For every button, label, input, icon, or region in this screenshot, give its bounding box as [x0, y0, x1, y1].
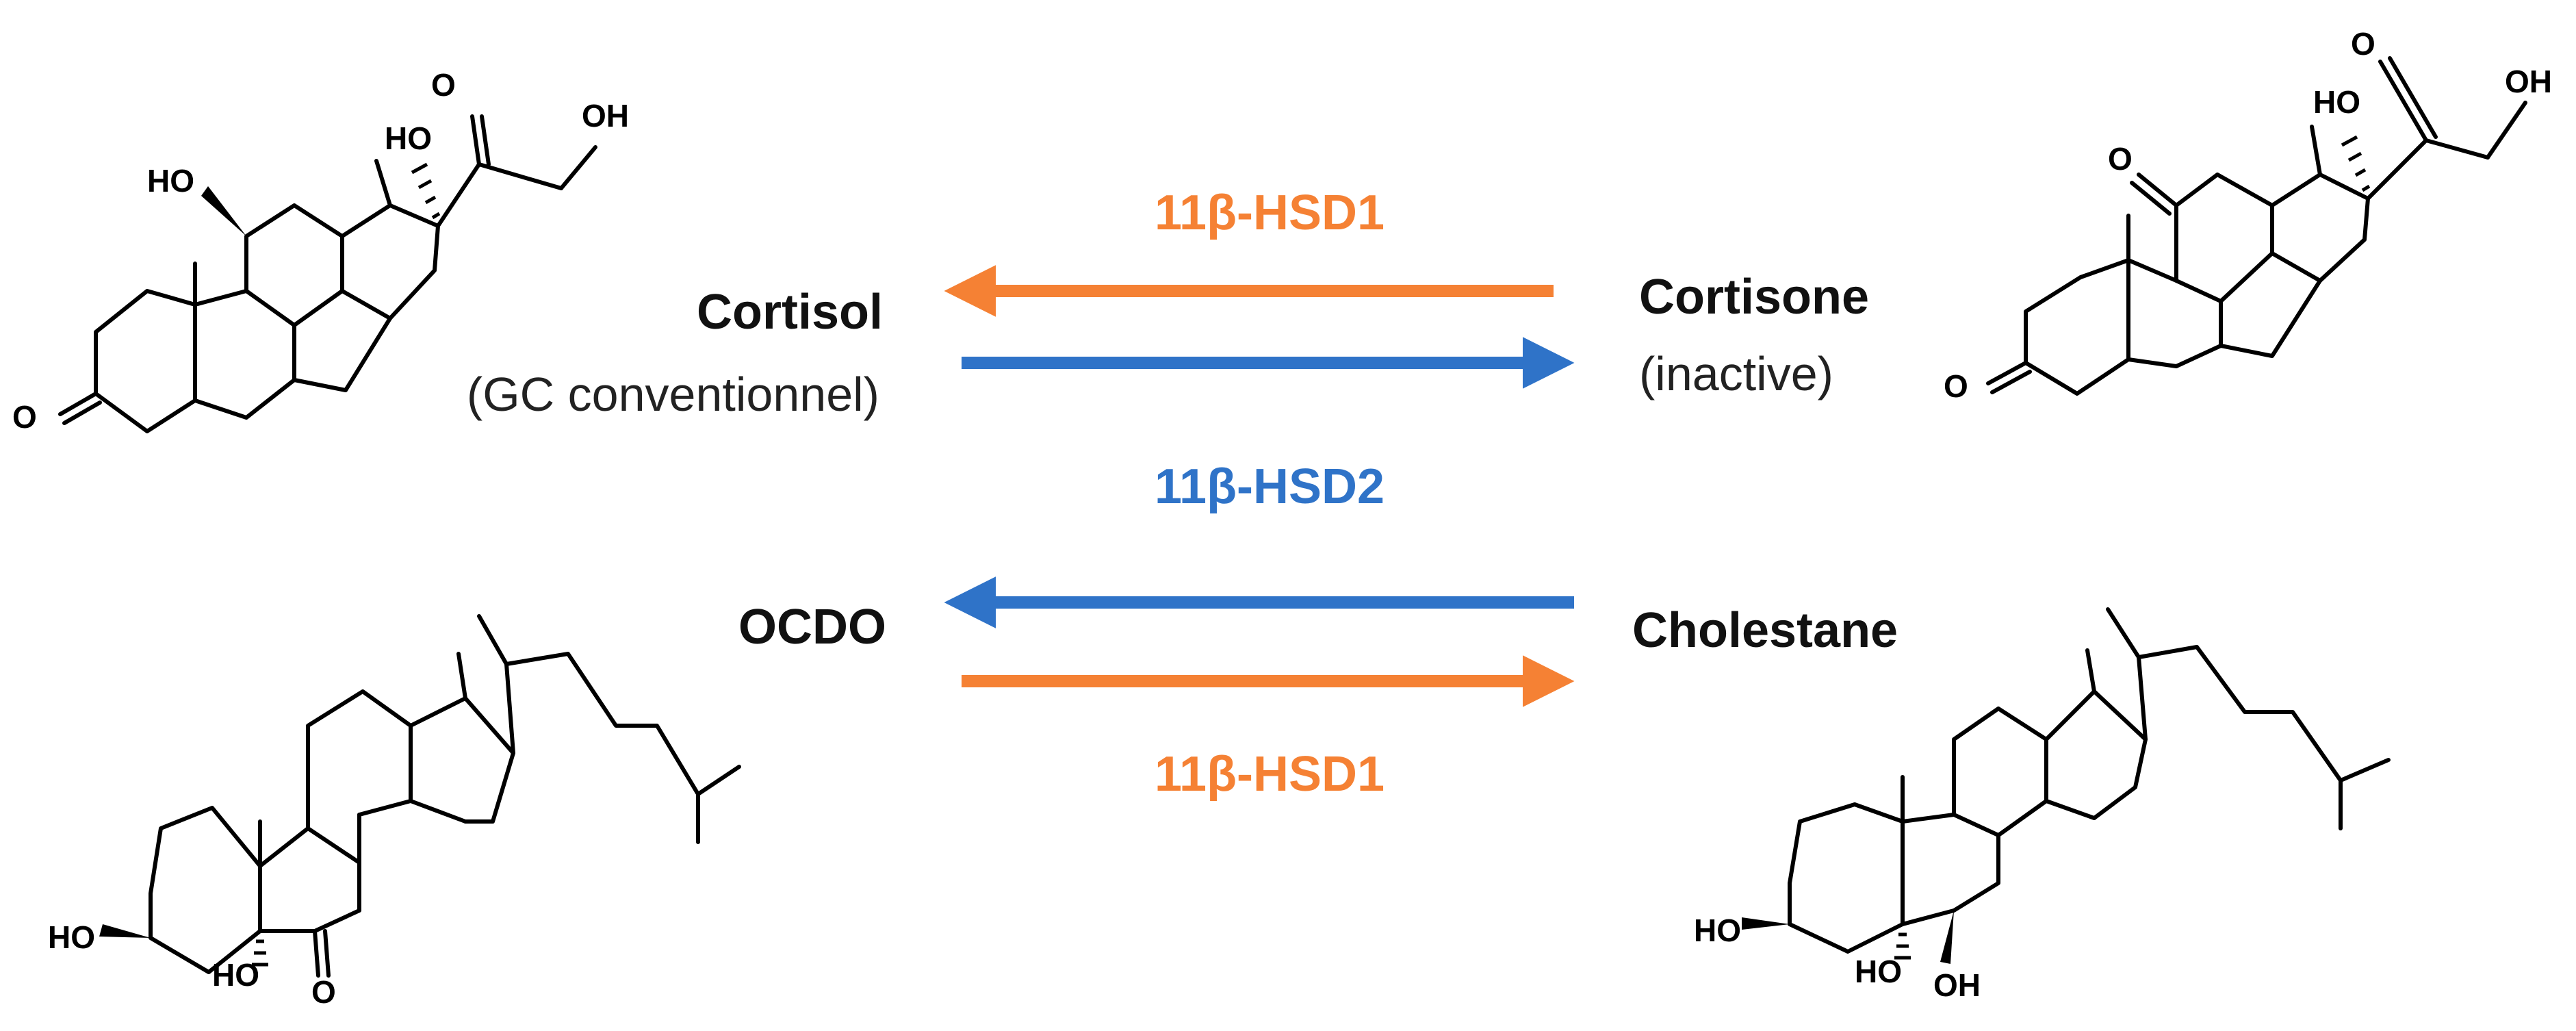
ocdo-hash-5oh [252, 939, 268, 967]
ocdo-bonds [149, 614, 741, 978]
cortisol-atom-o3: O [12, 399, 37, 435]
cholestane-atom-ho3: HO [1694, 913, 1741, 948]
cortisone-atom-ho17: HO [2313, 84, 2360, 120]
cholestane-atom-oh6: OH [1933, 967, 1981, 1003]
cholestane-hash-5oh [1894, 932, 1911, 960]
enzyme-label-hsd1-top: 11β-HSD1 [1155, 186, 1384, 240]
ocdo-structure: HO HO O [48, 614, 741, 1010]
cholestane-name: Cholestane [1632, 603, 1898, 658]
cholestane-wedge-3oh [1742, 917, 1790, 930]
ocdo-wedge-3oh [99, 924, 151, 938]
cortisol-atom-ho17: HO [385, 120, 432, 156]
cortisone-note: (inactive) [1639, 347, 1833, 400]
cortisol-name: Cortisol [697, 285, 883, 340]
cortisone-name: Cortisone [1639, 270, 1869, 324]
cortisone-bonds [1986, 56, 2527, 396]
cortisol-hash-17oh [411, 162, 441, 220]
cortisol-atom-ho11: HO [147, 163, 194, 199]
cortisone-hash-17oh [2341, 135, 2371, 192]
cortisone-atom-o11: O [2108, 141, 2133, 177]
cortisone-atom-o3: O [1944, 368, 1968, 404]
cortisol-atom-o20: O [431, 67, 456, 103]
cortisone-atom-oh21: OH [2505, 64, 2552, 99]
cortisol-note: (GC conventionnel) [467, 368, 879, 421]
cortisol-wedge-11oh [201, 186, 246, 236]
enzyme-label-hsd1-bottom: 11β-HSD1 [1155, 747, 1384, 802]
ocdo-atom-o6: O [311, 974, 336, 1010]
cholestane-wedge-6oh [1940, 911, 1954, 964]
cortisol-bonds [58, 114, 597, 433]
cholestane-structure: HO HO OH [1694, 607, 2391, 1003]
ocdo-name: OCDO [738, 600, 886, 654]
cortisone-atom-o20: O [2351, 26, 2375, 62]
cholestane-bonds [1788, 607, 2391, 954]
enzyme-label-hsd2: 11β-HSD2 [1155, 459, 1384, 514]
cortisone-structure: O O HO O OH [1944, 26, 2552, 404]
ocdo-atom-ho5: HO [212, 957, 259, 993]
cortisol-structure: HO O HO O OH [12, 67, 629, 435]
cholestane-atom-ho5: HO [1855, 954, 1902, 989]
cortisol-atom-oh21: OH [582, 98, 629, 133]
ocdo-atom-ho3: HO [48, 919, 95, 955]
